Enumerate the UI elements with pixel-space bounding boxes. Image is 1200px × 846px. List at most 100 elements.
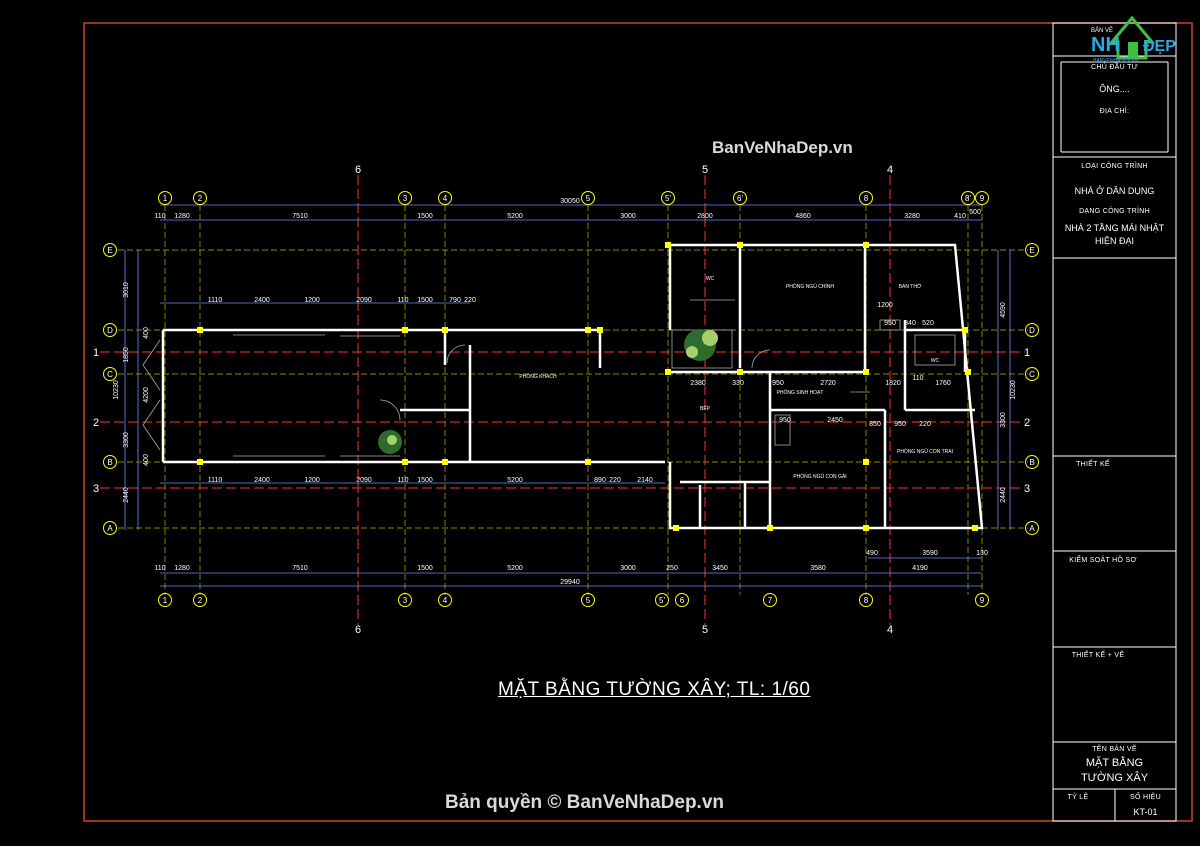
section-mark-top: 5 <box>702 164 708 176</box>
watermark-top: BanVeNhaDep.vn <box>712 138 853 157</box>
section-mark-top: 4 <box>887 164 893 176</box>
grid-bubble-bottom: 9 <box>975 593 989 607</box>
column <box>767 525 773 531</box>
column <box>863 525 869 531</box>
room-label: PHÒNG KHÁCH <box>519 373 557 380</box>
grid-bubble-top: 1 <box>158 191 172 205</box>
grid-bubble-bottom: 5 <box>581 593 595 607</box>
column <box>737 242 743 248</box>
row-mark-right: 3 <box>1024 483 1030 495</box>
grid-bubble-bottom: 2 <box>193 593 207 607</box>
dimension-label: 7510 <box>292 213 308 220</box>
dimension-label: 400 <box>143 454 150 466</box>
dimension-label: 3000 <box>620 213 636 220</box>
dimension-label: 950 <box>779 417 791 424</box>
project-name-line1: NHÀ 2 TẦNG MÁI NHẬT <box>1064 223 1165 233</box>
column <box>737 369 743 375</box>
logo-small: BẢN VẼ <box>1091 28 1114 34</box>
grid-bubble-label: 1 <box>163 596 168 605</box>
column <box>863 459 869 465</box>
grid-bubble-label: 4 <box>443 596 448 605</box>
dimension-label: 2380 <box>690 380 706 387</box>
dimension-label: 4200 <box>143 387 150 403</box>
dimension-label: 30050 <box>560 198 580 205</box>
grid-bubble-label: A <box>107 524 113 533</box>
dimension-label: 950 <box>884 320 896 327</box>
dimension-lines <box>124 204 1011 587</box>
grid-bubble-label: 3 <box>403 596 408 605</box>
grid-bubble-right: D <box>1025 323 1039 337</box>
dimension-label: 840 <box>904 320 916 327</box>
design-label: THIẾT KẾ <box>1076 461 1110 468</box>
project-name-line2: HIỆN ĐẠI <box>1094 236 1134 246</box>
dimension-label: 2800 <box>697 213 713 220</box>
drawing-caption: MẶT BẰNG TƯỜNG XÂY; TL: 1/60 <box>498 679 811 700</box>
dimension-label: 220 <box>464 297 476 304</box>
grid-bubble-right: C <box>1025 367 1039 381</box>
dimension-label: 5200 <box>507 213 523 220</box>
dimension-label: 400 <box>143 327 150 339</box>
row-mark-right: 2 <box>1024 417 1030 429</box>
grid-bubble-bottom: 7 <box>763 593 777 607</box>
grid-bubble-label: 6' <box>737 194 743 203</box>
drawing-name-line2: TƯỜNG XÂY <box>1080 772 1149 784</box>
room-label: PHÒNG SINH HOẠT <box>777 389 824 396</box>
grid-bubble-right: A <box>1025 521 1039 535</box>
dimension-label: 3300 <box>123 432 130 448</box>
grid-bubble-left: B <box>103 455 117 469</box>
dimension-label: 110 <box>912 375 923 382</box>
column <box>597 327 603 333</box>
dimension-label: 490 <box>866 550 878 557</box>
grid-bubble-top: 3 <box>398 191 412 205</box>
dimension-label: 110 <box>154 213 165 220</box>
grid-bubble-bottom: 8 <box>859 593 873 607</box>
dimension-label: 2450 <box>827 417 843 424</box>
dimension-label: 1500 <box>417 565 433 572</box>
dimension-label: 790 <box>449 297 461 304</box>
row-mark-left: 2 <box>93 417 99 429</box>
dimension-label: 2140 <box>637 477 653 484</box>
room-label: BẾP <box>700 405 711 412</box>
grid-bubble-label: 8 <box>864 596 869 605</box>
grid-bubble-label: 5 <box>586 596 591 605</box>
dimension-label: 4190 <box>912 565 928 572</box>
logo <box>1108 15 1156 60</box>
dimension-label: 1500 <box>417 477 433 484</box>
section-mark-top: 6 <box>355 164 361 176</box>
grid-bubble-label: E <box>107 246 112 255</box>
dimension-label: 1820 <box>885 380 901 387</box>
dimension-label: 5200 <box>507 565 523 572</box>
dimension-label: 950 <box>894 421 906 428</box>
row-mark-left: 3 <box>93 483 99 495</box>
logo-domain: BANVENHADEP.VN <box>1093 58 1139 64</box>
grid-bubble-label: 5 <box>586 194 591 203</box>
dimension-label: 10230 <box>113 380 120 400</box>
column <box>665 369 671 375</box>
dimension-label: 2400 <box>254 297 270 304</box>
section-mark-bottom: 5 <box>702 624 708 636</box>
column <box>962 327 968 333</box>
section-mark-bottom: 6 <box>355 624 361 636</box>
dimension-label: 1200 <box>304 477 320 484</box>
room-label: PHÒNG NGỦ CHÍNH <box>786 283 834 290</box>
column <box>863 242 869 248</box>
sheet-no-value: KT-01 <box>1133 807 1158 817</box>
column <box>197 327 203 333</box>
check-label: KIỂM SOÁT HỒ SƠ <box>1069 557 1137 564</box>
dimension-label: 1850 <box>123 347 130 363</box>
dimension-label: 1200 <box>877 302 893 309</box>
column <box>585 459 591 465</box>
grid-bubble-left: D <box>103 323 117 337</box>
grid-bubble-label: E <box>1029 246 1034 255</box>
grid-bubble-top: 4 <box>438 191 452 205</box>
logo-main: NH <box>1091 34 1120 56</box>
dimension-label: 110 <box>154 565 165 572</box>
grid-bubble-label: D <box>107 326 113 335</box>
grid-bubble-label: 5' <box>659 596 665 605</box>
dimension-label: 7510 <box>292 565 308 572</box>
scale-label: TỶ LỆ <box>1067 794 1089 801</box>
dimension-label: 1200 <box>304 297 320 304</box>
section-lines <box>100 175 1025 625</box>
